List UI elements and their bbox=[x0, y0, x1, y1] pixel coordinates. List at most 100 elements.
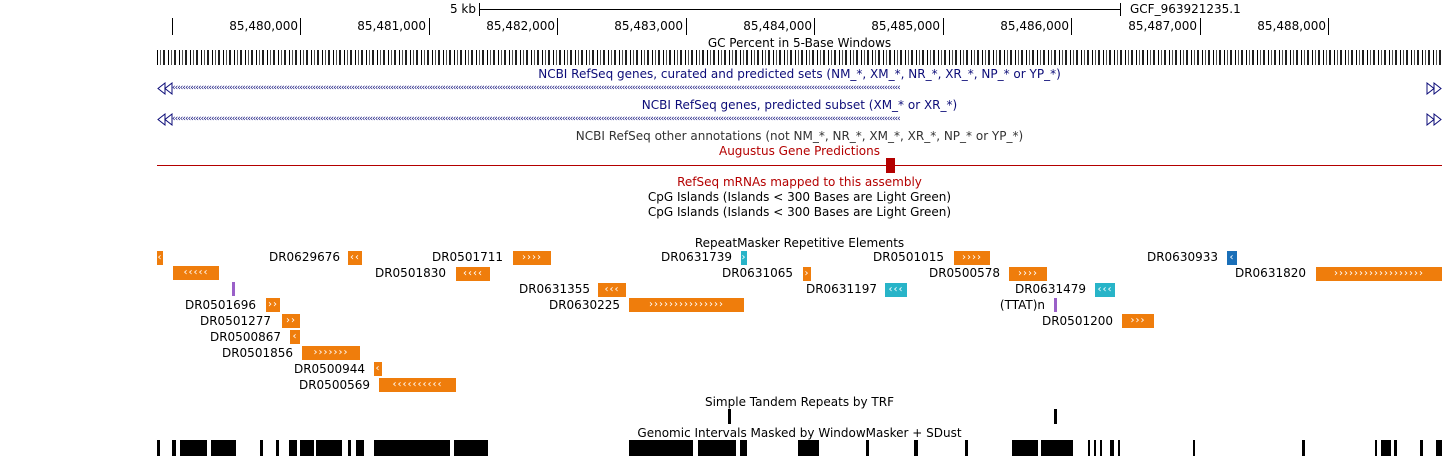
masked-interval bbox=[1375, 440, 1377, 456]
gene-left-end-icon bbox=[157, 82, 173, 95]
repeat-label: DR0501015 bbox=[872, 250, 944, 264]
masked-interval bbox=[157, 440, 160, 456]
augustus-track-title[interactable]: Augustus Gene Predictions bbox=[718, 144, 880, 158]
refseq-all-track-title[interactable]: NCBI RefSeq genes, curated and predicted… bbox=[538, 67, 1061, 81]
repeat-label: DR0629676 bbox=[268, 250, 340, 264]
repeat-label: DR0631065 bbox=[721, 266, 793, 280]
windowmasker-track-title[interactable]: Genomic Intervals Masked by WindowMasker… bbox=[637, 426, 962, 440]
repeat-element[interactable]: ›››› bbox=[513, 251, 551, 265]
masked-interval bbox=[1100, 440, 1102, 456]
scale-bar-right-cap bbox=[1120, 3, 1121, 16]
masked-interval bbox=[180, 440, 207, 456]
masked-interval bbox=[348, 440, 351, 456]
masked-interval bbox=[866, 440, 869, 456]
tandem-repeat[interactable] bbox=[1054, 409, 1057, 424]
repeat-element[interactable]: ‹‹‹ bbox=[598, 283, 626, 297]
coord-label: 85,486,000 bbox=[1000, 19, 1069, 33]
repeat-element[interactable]: ››››››››››››››› bbox=[629, 298, 744, 312]
masked-interval bbox=[965, 440, 968, 456]
masked-interval bbox=[914, 440, 918, 456]
masked-interval bbox=[276, 440, 279, 456]
repeat-label: DR0501200 bbox=[1041, 314, 1113, 328]
masked-interval bbox=[454, 440, 488, 456]
repeat-label: DR0631197 bbox=[805, 282, 877, 296]
repeat-element[interactable]: ››› bbox=[1122, 314, 1154, 328]
repeat-element[interactable]: ‹‹‹‹‹‹‹‹‹‹ bbox=[379, 378, 456, 392]
repeat-label: DR0631479 bbox=[1014, 282, 1086, 296]
repeat-element[interactable]: ››››››› bbox=[302, 346, 360, 360]
repeat-label: DR0631739 bbox=[660, 250, 732, 264]
trf-track-title[interactable]: Simple Tandem Repeats by TRF bbox=[704, 395, 894, 409]
augustus-exon[interactable] bbox=[886, 158, 895, 173]
repeat-label: DR0500578 bbox=[928, 266, 1000, 280]
gene-intron-line: ‹‹‹‹‹‹‹‹‹‹‹‹‹‹‹‹‹‹‹‹‹‹‹‹‹‹‹‹‹‹‹‹‹‹‹‹‹‹‹‹… bbox=[172, 114, 901, 124]
repeat-label: DR0630225 bbox=[548, 298, 620, 312]
repeat-label: DR0501856 bbox=[221, 346, 293, 360]
cpg-track-title-2[interactable]: CpG Islands (Islands < 300 Bases are Lig… bbox=[647, 205, 952, 219]
repeat-label: DR0501277 bbox=[199, 314, 271, 328]
repeat-label: DR0500867 bbox=[209, 330, 281, 344]
repeat-element[interactable]: ›››› bbox=[954, 251, 990, 265]
coord-label: 85,485,000 bbox=[871, 19, 940, 33]
repeat-label: DR0501711 bbox=[431, 250, 503, 264]
masked-interval bbox=[1088, 440, 1090, 456]
repeat-element[interactable]: ‹ bbox=[157, 251, 163, 265]
scale-bar bbox=[479, 9, 1120, 10]
ruler-tick bbox=[1200, 18, 1201, 35]
repeat-element[interactable]: ‹‹ bbox=[348, 251, 362, 265]
ruler-tick bbox=[943, 18, 944, 35]
repeat-element[interactable]: ‹ bbox=[374, 362, 382, 376]
masked-interval bbox=[374, 440, 450, 456]
coord-label: 85,487,000 bbox=[1128, 19, 1197, 33]
coord-label: 85,488,000 bbox=[1257, 19, 1326, 33]
repeat-element[interactable] bbox=[1054, 298, 1057, 312]
repeat-element[interactable]: ›››››››››››››››››› bbox=[1316, 267, 1442, 281]
repeat-element[interactable]: › bbox=[803, 267, 811, 281]
repeatmasker-track-title[interactable]: RepeatMasker Repetitive Elements bbox=[694, 236, 905, 250]
coord-label: 85,480,000 bbox=[229, 19, 298, 33]
repeat-element[interactable]: ‹‹‹‹ bbox=[456, 267, 490, 281]
refseq-other-track-title[interactable]: NCBI RefSeq other annotations (not NM_*,… bbox=[575, 129, 1024, 143]
repeat-element[interactable]: ‹‹‹ bbox=[1095, 283, 1115, 297]
base-position-ruler[interactable]: 5 kb GCF_963921235.1 85,480,000 85,481,0… bbox=[0, 0, 1443, 40]
gc-percent-track[interactable] bbox=[157, 50, 1442, 65]
refseq-mrna-track-title[interactable]: RefSeq mRNAs mapped to this assembly bbox=[677, 175, 922, 189]
repeat-element[interactable]: ‹ bbox=[290, 330, 300, 344]
masked-interval bbox=[798, 440, 819, 456]
repeat-element[interactable]: ›› bbox=[282, 314, 300, 328]
tandem-repeat[interactable] bbox=[728, 409, 731, 424]
repeat-label: (TTAT)n bbox=[999, 298, 1045, 312]
masked-interval bbox=[1302, 440, 1305, 456]
repeat-element[interactable]: ‹‹‹ bbox=[885, 283, 907, 297]
repeat-element[interactable] bbox=[232, 282, 235, 296]
ruler-tick bbox=[172, 18, 173, 35]
coord-label: 85,483,000 bbox=[614, 19, 683, 33]
refseq-predicted-track-title[interactable]: NCBI RefSeq genes, predicted subset (XM_… bbox=[641, 98, 958, 112]
repeat-label: DR0500569 bbox=[298, 378, 370, 392]
gc-track-title[interactable]: GC Percent in 5-Base Windows bbox=[707, 36, 892, 50]
ruler-tick bbox=[1071, 18, 1072, 35]
masked-interval bbox=[1193, 440, 1195, 456]
repeat-label: DR0631355 bbox=[518, 282, 590, 296]
repeat-label: DR0501696 bbox=[184, 298, 256, 312]
repeat-element[interactable]: ›››› bbox=[1009, 267, 1047, 281]
repeat-element[interactable]: ›› bbox=[266, 298, 280, 312]
masked-interval bbox=[316, 440, 342, 456]
cpg-track-title[interactable]: CpG Islands (Islands < 300 Bases are Lig… bbox=[647, 190, 952, 204]
assembly-label: GCF_963921235.1 bbox=[1130, 2, 1241, 16]
masked-interval bbox=[1110, 440, 1114, 456]
repeat-element[interactable]: ‹‹‹‹‹ bbox=[173, 266, 219, 280]
repeat-element[interactable]: ‹ bbox=[1227, 251, 1237, 265]
repeat-element[interactable]: › bbox=[741, 251, 747, 265]
augustus-gene-line[interactable] bbox=[157, 165, 1442, 166]
repeat-label: DR0501830 bbox=[374, 266, 446, 280]
masked-interval bbox=[211, 440, 236, 456]
repeat-label: DR0500944 bbox=[293, 362, 365, 376]
ruler-tick bbox=[686, 18, 687, 35]
repeat-label: DR0631820 bbox=[1234, 266, 1306, 280]
masked-interval bbox=[260, 440, 263, 456]
scale-bar-left-cap bbox=[479, 3, 480, 16]
masked-interval bbox=[698, 440, 736, 456]
masked-interval bbox=[1118, 440, 1120, 456]
